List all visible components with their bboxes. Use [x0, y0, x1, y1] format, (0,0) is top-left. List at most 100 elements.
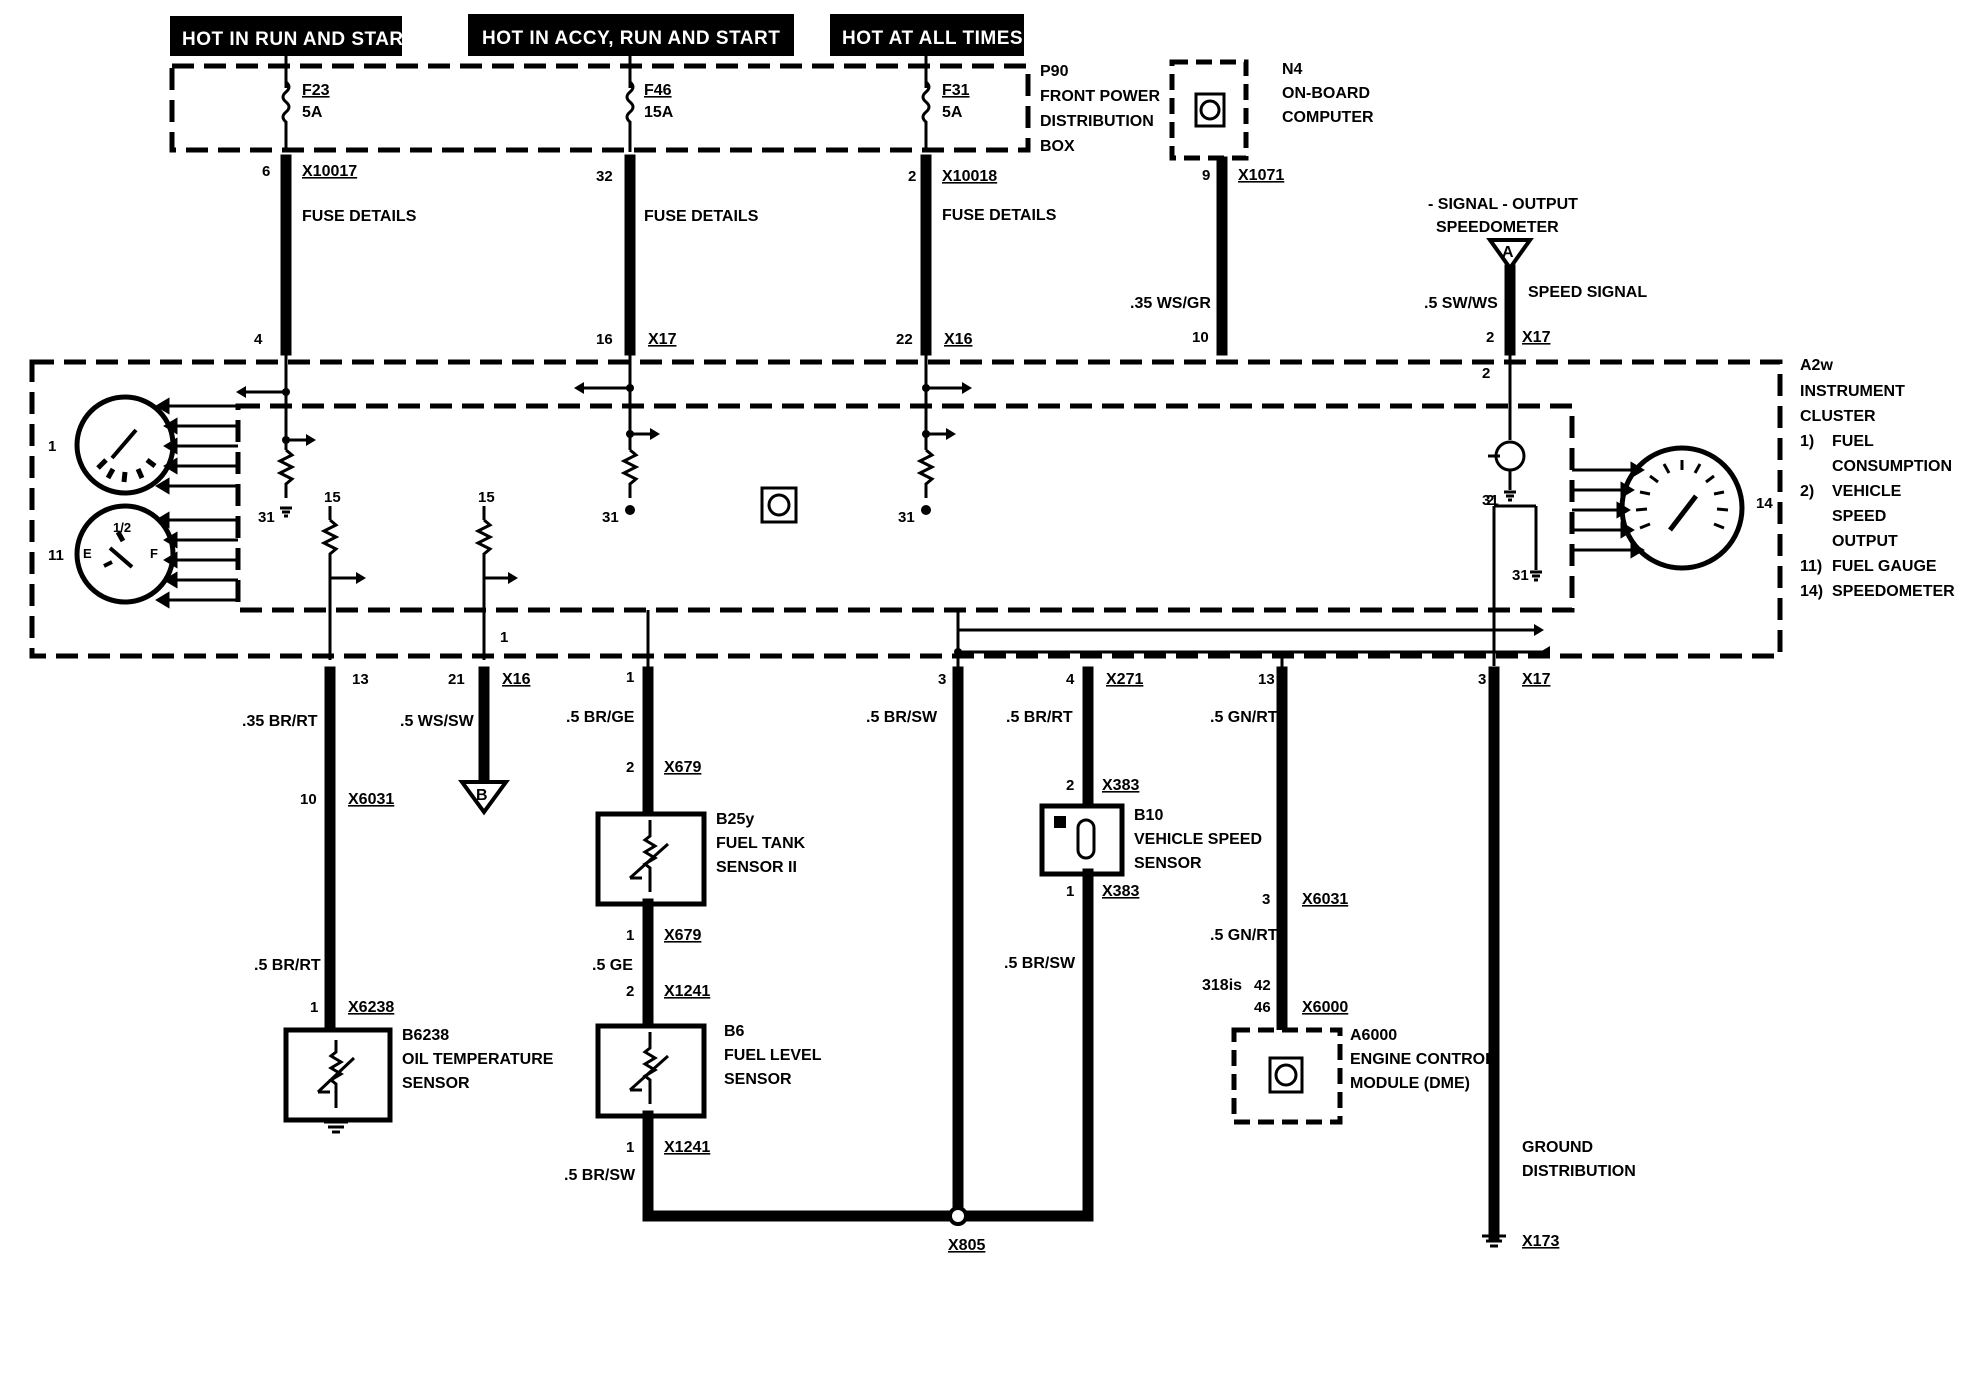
- ground-dist-line1: GROUND: [1522, 1139, 1593, 1156]
- resistor-15-b-label: 15: [478, 489, 495, 506]
- cluster-pin-22: 22: [896, 331, 913, 348]
- speed-output-connector: X17: [1522, 329, 1551, 346]
- circuit-pin-16: [574, 350, 660, 515]
- fuse-f46-rating: 15A: [644, 104, 674, 121]
- fuel-pin-d: 1: [626, 1139, 634, 1156]
- oil-wire2: .5 BR/RT: [254, 957, 321, 974]
- fuel-tank-sensor: [595, 811, 707, 907]
- fuel-conn-b: X679: [664, 927, 701, 944]
- oil-sensor-line1: OIL TEMPERATURE: [402, 1051, 554, 1068]
- engine-control-module: [1231, 1027, 1343, 1125]
- legend-11-num: 11): [1800, 558, 1822, 575]
- gauge-11-inputs: [155, 511, 238, 609]
- header-all-times: HOT AT ALL TIMES: [830, 14, 1024, 56]
- cluster-pin-4: 4: [254, 331, 263, 348]
- ground-wire-label: .5 BR/SW: [866, 709, 938, 726]
- legend-2-text3: OUTPUT: [1832, 533, 1898, 550]
- fuel-gauge-e: E: [83, 546, 92, 561]
- fuel-gauge: [74, 503, 176, 605]
- cluster-connector-x17: X17: [648, 331, 677, 348]
- vss-wire2: .5 BR/SW: [1004, 955, 1076, 972]
- speed-output-wire: .5 SW/WS: [1424, 295, 1498, 312]
- resistor-15-a-label: 15: [324, 489, 341, 506]
- p90-line1: FRONT POWER: [1040, 88, 1160, 105]
- n4-connector: X1071: [1238, 167, 1284, 184]
- bottom-connector-x17: X17: [1522, 671, 1551, 688]
- instrument-cluster-inner: [235, 403, 1575, 613]
- fuse-f31-details: FUSE DETAILS: [942, 207, 1057, 224]
- splice-x805-label: X805: [948, 1237, 985, 1254]
- a2w-line1: INSTRUMENT: [1800, 383, 1905, 400]
- fuel-wire1: .5 BR/GE: [566, 709, 635, 726]
- computer-icon: [1199, 99, 1221, 121]
- bottom-pin-3a: 3: [938, 671, 946, 688]
- speed-output-transistor: [1488, 350, 1526, 502]
- speed-inner-pin: 2: [1486, 492, 1494, 509]
- fuse-f46-pin: 32: [596, 168, 613, 185]
- ecm-pin-a: 3: [1262, 891, 1270, 908]
- fuel-tank-sensor-line1: FUEL TANK: [716, 835, 806, 852]
- connector-b-triangle: [458, 780, 510, 816]
- oil-sensor-ground-icon: [324, 1120, 348, 1134]
- fuel-consumption-gauge: [74, 394, 176, 496]
- ground-bracket-right: [1492, 504, 1542, 666]
- fuel-pin-a: 2: [626, 759, 634, 776]
- speed-output-label: SPEED SIGNAL: [1528, 284, 1647, 301]
- speed-output-pin: 2: [1486, 329, 1494, 346]
- fuel-conn-c: X1241: [664, 983, 710, 1000]
- legend-1-num: 1): [1800, 433, 1814, 450]
- speed-output-line1: - SIGNAL - OUTPUT: [1428, 196, 1578, 213]
- ground-31-b: 31: [602, 509, 619, 526]
- gauge-14-inputs: [1572, 461, 1645, 559]
- fuel-wire2: .5 GE: [592, 957, 633, 974]
- fuse-f23-id: F23: [302, 82, 330, 99]
- bottom-connector-x271: X271: [1106, 671, 1143, 688]
- bottom-pin-13a: 13: [352, 671, 369, 688]
- bottom-pin-4: 4: [1066, 671, 1075, 688]
- fuse-f23-rating: 5A: [302, 104, 323, 121]
- fuse-f31-connector: X10018: [942, 168, 997, 185]
- n4-cluster-pin: 10: [1192, 329, 1209, 346]
- vss-pin-b: 1: [1066, 883, 1074, 900]
- fuel-gauge-f: F: [150, 546, 158, 561]
- ecm-wire1: .5 GN/RT: [1210, 709, 1278, 726]
- legend-2-text: VEHICLE: [1832, 483, 1902, 500]
- header-accy-run-start-label: HOT IN ACCY, RUN AND START: [482, 28, 780, 49]
- ground-31-c: 31: [898, 509, 915, 526]
- n4-line2: COMPUTER: [1282, 109, 1374, 126]
- cluster-pin-16: 16: [596, 331, 613, 348]
- fuel-pin-c: 2: [626, 983, 634, 1000]
- instrument-cluster-outer: [29, 359, 1783, 659]
- speedometer-gauge: [1619, 445, 1745, 571]
- a2w-line2: CLUSTER: [1800, 408, 1876, 425]
- fuse-f46-symbol: [625, 80, 635, 152]
- bottom-pin-21: 21: [448, 671, 465, 688]
- cluster-bus-pin: 1: [500, 629, 508, 646]
- gauge-11-label: 11: [48, 547, 64, 564]
- ecm-pin-b2: 46: [1254, 999, 1271, 1016]
- fuse-f31-symbol: [921, 80, 931, 152]
- speed-output-marker: A: [1502, 244, 1514, 261]
- cluster-connector-x16: X16: [944, 331, 973, 348]
- fuel-conn-a: X679: [664, 759, 701, 776]
- fuse-f31-pin: 2: [908, 168, 916, 185]
- legend-1-text2: CONSUMPTION: [1832, 458, 1952, 475]
- ecm-variant: 318is: [1202, 977, 1242, 994]
- header-all-times-label: HOT AT ALL TIMES: [842, 28, 1023, 49]
- fuel-tank-sensor-id: B25y: [716, 811, 754, 828]
- resistor-15-b: [474, 506, 518, 660]
- circuit-pin-22: [916, 350, 972, 515]
- vss-conn-b: X383: [1102, 883, 1139, 900]
- oil-pin-a: 10: [300, 791, 317, 808]
- header-run-start-label: HOT IN RUN AND START: [182, 29, 416, 50]
- speed-output-line2: SPEEDOMETER: [1436, 219, 1559, 236]
- a2w-id: A2w: [1800, 357, 1833, 374]
- connector-a-triangle: [1486, 238, 1534, 272]
- ground-dist-conn: X173: [1522, 1233, 1559, 1250]
- oil-pin-b: 1: [310, 999, 318, 1016]
- fuse-f46-id: F46: [644, 82, 672, 99]
- resistor-15-a: [320, 506, 366, 660]
- p90-line3: BOX: [1040, 138, 1075, 155]
- legend-14-num: 14): [1800, 583, 1823, 600]
- fuel-level-sensor: [595, 1023, 707, 1119]
